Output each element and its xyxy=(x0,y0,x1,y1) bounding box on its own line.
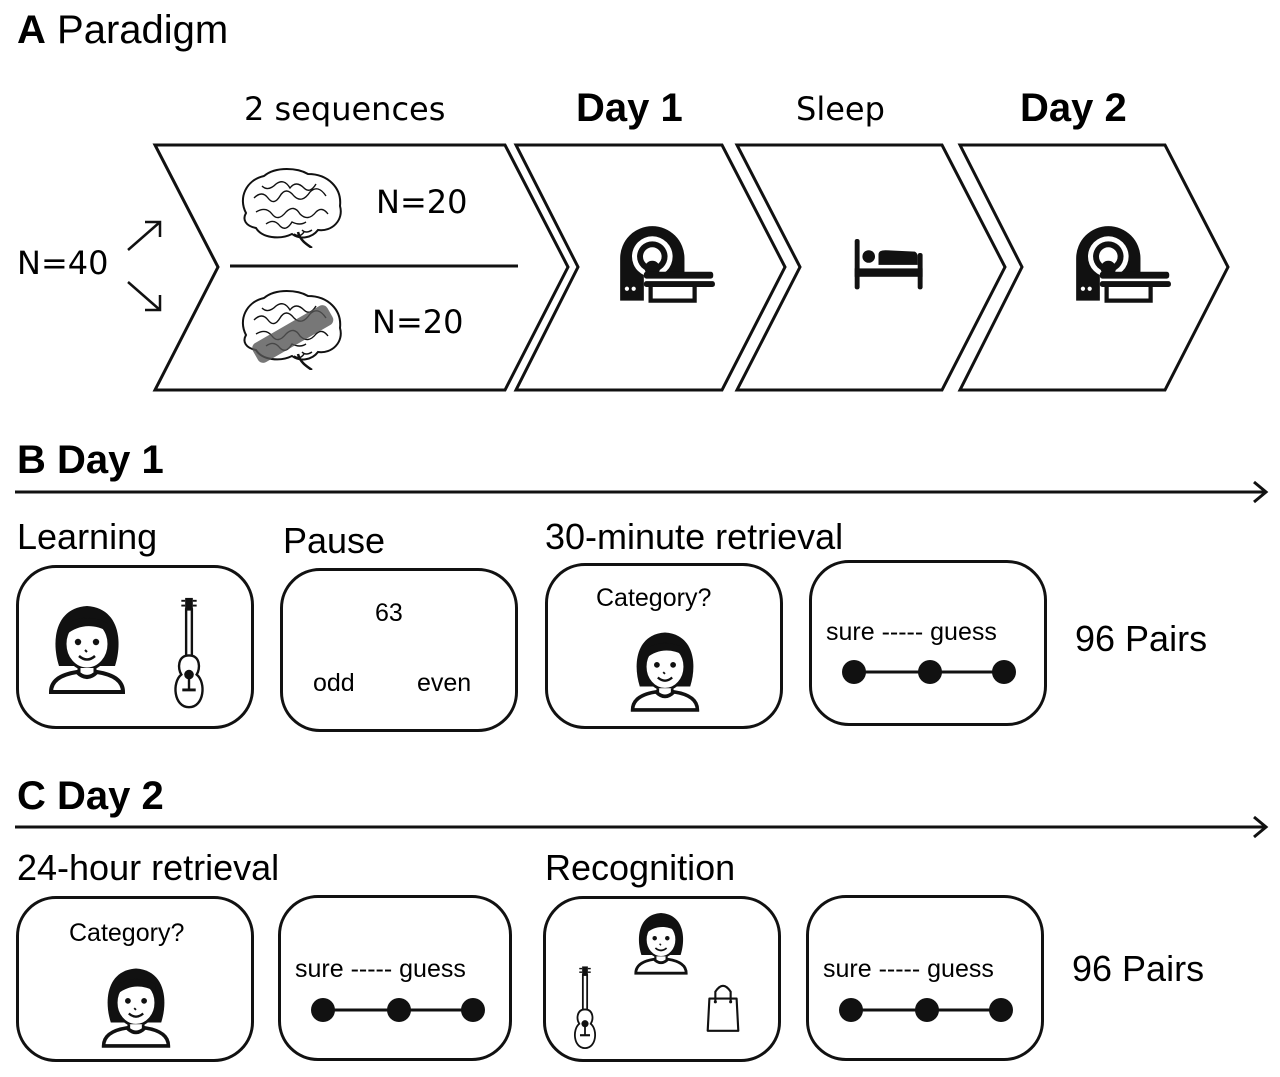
stage-label-sleep: Sleep xyxy=(796,90,885,128)
mri-scanner-icon xyxy=(1066,215,1176,310)
bed-icon xyxy=(838,225,940,295)
panel-b-title: B Day 1 xyxy=(17,438,164,483)
confidence-slider-icon xyxy=(311,998,485,1022)
panel-c-letter: C xyxy=(17,774,46,818)
guitar-icon xyxy=(570,965,600,1051)
brain-icon xyxy=(236,168,346,248)
stage-label-day2: Day 2 xyxy=(1020,86,1127,130)
pause-box: 63 odd even xyxy=(280,568,518,732)
confidence-box-day1: sure ----- guess xyxy=(809,560,1047,726)
pause-option-odd: odd xyxy=(313,669,355,697)
panel-a-heading: Paradigm xyxy=(57,8,229,52)
confidence-slider-icon xyxy=(842,660,1016,684)
chevron-sleep xyxy=(734,143,1007,392)
face-icon xyxy=(626,903,696,979)
panel-c-title: C Day 2 xyxy=(17,774,164,819)
chevron-flow xyxy=(127,143,1230,392)
step-label-30min-retrieval: 30-minute retrieval xyxy=(545,516,844,557)
face-icon xyxy=(91,957,181,1052)
confidence-scale: sure ----- guess xyxy=(826,618,997,646)
panel-b-letter: B xyxy=(17,438,46,482)
split-arrow-up xyxy=(127,220,162,251)
pairs-count-day1: 96 Pairs xyxy=(1075,618,1208,659)
pause-option-even: even xyxy=(417,669,472,697)
total-n: N=40 xyxy=(17,244,109,282)
face-icon xyxy=(620,621,710,716)
confidence-box-24h: sure ----- guess xyxy=(278,895,512,1061)
brain-with-bandage-icon xyxy=(236,290,346,370)
stage-label-sequences: 2 sequences xyxy=(244,90,446,128)
guitar-icon xyxy=(169,596,209,711)
confidence-slider-icon xyxy=(839,998,1013,1022)
panel-b-heading: Day 1 xyxy=(57,438,164,482)
mri-scanner-icon xyxy=(610,215,720,310)
learning-box xyxy=(16,565,254,729)
stage-label-day1: Day 1 xyxy=(576,86,683,130)
panel-a-letter: A xyxy=(17,8,46,52)
confidence-box-recognition: sure ----- guess xyxy=(806,895,1044,1061)
step-label-pause: Pause xyxy=(283,520,386,561)
pairs-count-day2: 96 Pairs xyxy=(1072,948,1205,989)
group2-n: N=20 xyxy=(372,303,464,341)
panel-c-heading: Day 2 xyxy=(57,774,164,818)
step-label-recognition: Recognition xyxy=(545,847,736,888)
step-label-learning: Learning xyxy=(17,516,158,557)
timeline-arrow-day2 xyxy=(15,815,1269,839)
timeline-arrow-day1 xyxy=(15,480,1269,504)
retrieval-24h-box: Category? xyxy=(16,896,254,1062)
step-label-24h-retrieval: 24-hour retrieval xyxy=(17,847,280,888)
pause-number: 63 xyxy=(375,599,403,627)
face-icon xyxy=(37,596,137,696)
split-arrow-down xyxy=(127,281,162,312)
retrieval-30min-box: Category? xyxy=(545,563,783,729)
panel-a-title: A Paradigm xyxy=(17,8,228,53)
category-prompt: Category? xyxy=(69,919,185,947)
confidence-scale: sure ----- guess xyxy=(295,955,466,983)
shopping-bag-icon xyxy=(706,977,740,1037)
group1-n: N=20 xyxy=(376,183,468,221)
recognition-box xyxy=(543,896,781,1062)
category-prompt: Category? xyxy=(596,584,712,612)
confidence-scale: sure ----- guess xyxy=(823,955,994,983)
